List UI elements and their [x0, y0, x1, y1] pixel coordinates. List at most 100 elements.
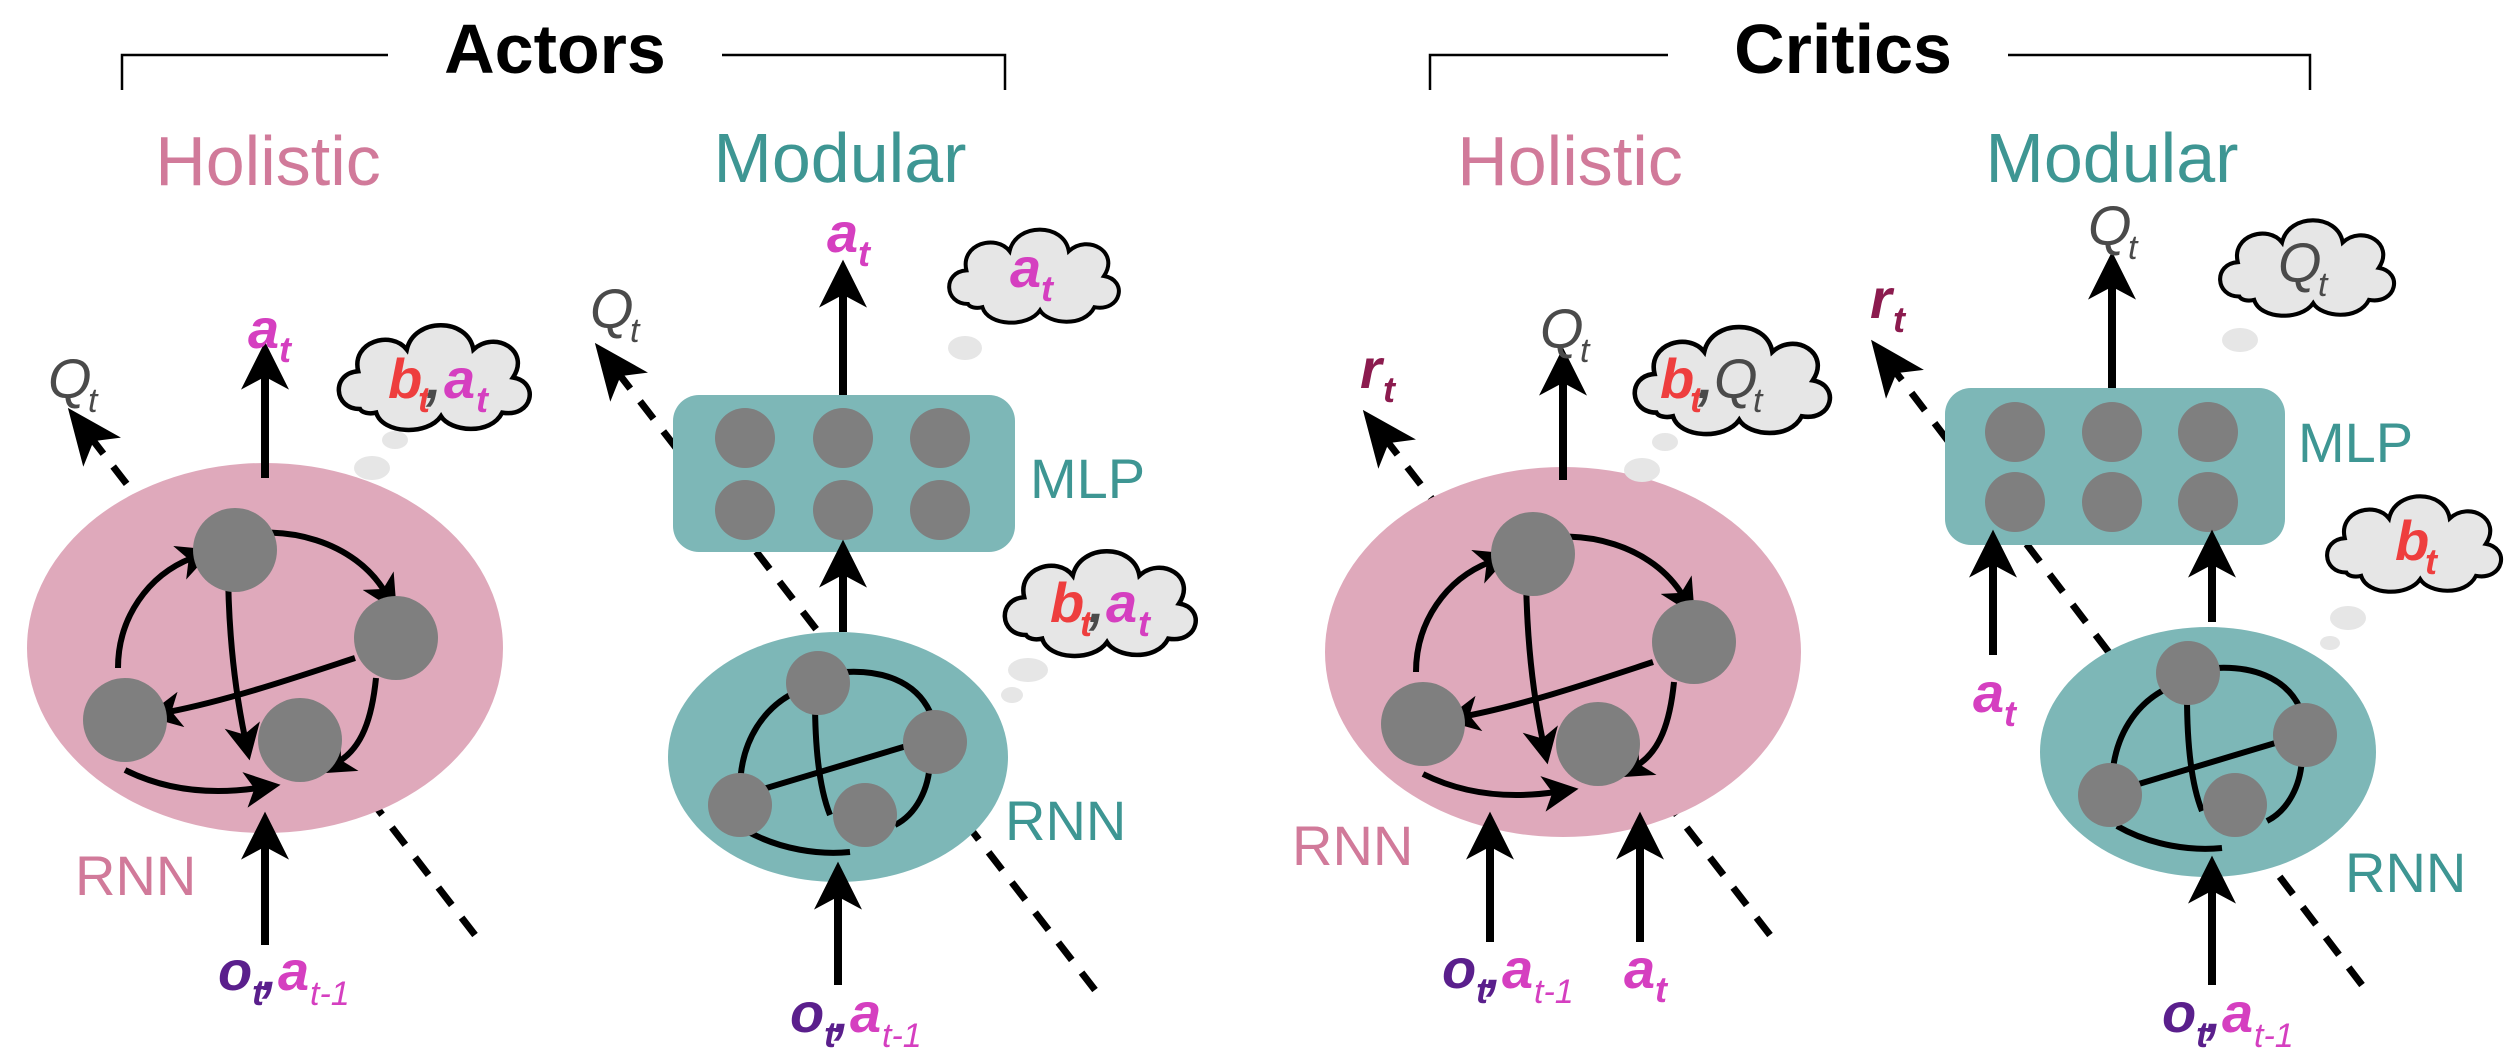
actors-header-group: Actors — [120, 10, 1007, 90]
belief-thought-cloud: b t — [2320, 496, 2501, 650]
rnn-node — [1381, 682, 1465, 766]
q-output-label: Q t — [1540, 297, 1591, 370]
input-label: o t , a t-1 — [2162, 981, 2294, 1055]
mlp-node — [715, 480, 775, 540]
svg-text:,: , — [2205, 981, 2222, 1044]
svg-text:Q: Q — [2088, 194, 2132, 257]
critic-modular-title: Modular — [1986, 119, 2239, 197]
svg-text:o: o — [1442, 937, 1476, 1000]
svg-text:a: a — [850, 981, 881, 1044]
q-output-label: Q t — [590, 277, 641, 350]
svg-text:r: r — [1870, 267, 1895, 330]
mlp-nodes — [1985, 402, 2238, 532]
svg-text:,: , — [425, 347, 442, 410]
svg-text:t: t — [1383, 369, 1397, 410]
svg-text:t: t — [1753, 382, 1764, 420]
rnn-label: RNN — [1005, 789, 1126, 852]
svg-text:b: b — [388, 347, 422, 410]
mlp-label: MLP — [2298, 411, 2413, 474]
mlp-node — [2178, 472, 2238, 532]
svg-text:,: , — [1697, 347, 1714, 410]
critic-holistic-title: Holistic — [1457, 122, 1683, 200]
rnn-node — [2156, 641, 2220, 705]
action-thought-cloud: a t — [948, 230, 1119, 360]
rnn-node — [83, 678, 167, 762]
svg-text:t: t — [1690, 379, 1704, 420]
svg-text:t: t — [88, 382, 99, 420]
input-label: o t , a t-1 — [1442, 937, 1574, 1011]
svg-text:t: t — [252, 972, 266, 1013]
rnn-node — [258, 698, 342, 782]
actors-bracket-left — [120, 53, 388, 90]
rnn-node — [1491, 512, 1575, 596]
svg-text:,: , — [1485, 937, 1502, 1000]
svg-text:t: t — [858, 233, 872, 274]
belief-thought-cloud: b t , a t — [1001, 551, 1196, 703]
rnn-node — [2078, 763, 2142, 827]
svg-text:t: t — [2196, 1014, 2210, 1055]
svg-text:r: r — [1360, 337, 1385, 400]
r-output-label: r t — [1360, 337, 1397, 410]
svg-text:a: a — [1624, 937, 1655, 1000]
svg-text:a: a — [248, 297, 279, 360]
svg-text:a: a — [1973, 661, 2004, 724]
critics-bracket-right — [2008, 53, 2312, 90]
svg-text:o: o — [218, 939, 252, 1002]
action-output-label: a t — [827, 201, 872, 274]
svg-text:a: a — [2222, 981, 2253, 1044]
rnn-label: RNN — [75, 844, 196, 907]
actor-holistic-title: Holistic — [155, 122, 381, 200]
svg-text:,: , — [1088, 571, 1105, 634]
rnn-node — [1652, 600, 1736, 684]
mlp-node — [813, 408, 873, 468]
action-output-label: a t — [248, 297, 293, 370]
rnn-node — [2273, 703, 2337, 767]
rnn-node — [786, 651, 850, 715]
critic-modular-panel: MLP RNN r t Q t a t o — [1870, 194, 2501, 1055]
svg-text:t: t — [2128, 229, 2139, 267]
mlp-node — [910, 480, 970, 540]
r-output-label: r t — [1870, 267, 1907, 340]
mlp-node — [2082, 472, 2142, 532]
svg-text:Q: Q — [590, 277, 634, 340]
svg-text:t: t — [630, 312, 641, 350]
mlp-node — [2082, 402, 2142, 462]
svg-text:a: a — [1502, 937, 1533, 1000]
svg-text:t: t — [1893, 299, 1907, 340]
actor-modular-title: Modular — [714, 119, 967, 197]
mlp-label: MLP — [1030, 447, 1145, 510]
rnn-node — [1556, 702, 1640, 786]
svg-text:t: t — [1476, 970, 1490, 1011]
actors-header: Actors — [444, 10, 666, 88]
svg-text:t: t — [824, 1014, 838, 1055]
q-output-label: Q t — [48, 347, 99, 420]
mlp-node — [1985, 472, 2045, 532]
mlp-node — [910, 408, 970, 468]
svg-text:a: a — [827, 201, 858, 264]
actor-holistic-panel: RNN Q t a t o t , a t-1 b t , a t — [27, 297, 530, 1013]
rnn-node — [833, 783, 897, 847]
svg-text:Q: Q — [1540, 297, 1584, 360]
svg-text:t: t — [1580, 332, 1591, 370]
mlp-node — [1985, 402, 2045, 462]
critics-header: Critics — [1734, 10, 1952, 88]
svg-text:t: t — [2425, 541, 2439, 582]
svg-text:t-1: t-1 — [310, 975, 350, 1013]
belief-value-thought-cloud: b t , Q t — [1624, 327, 1830, 482]
svg-text:t: t — [1080, 603, 1094, 644]
svg-text:,: , — [833, 981, 850, 1044]
svg-text:Q: Q — [48, 347, 92, 410]
svg-text:t: t — [2318, 266, 2329, 304]
svg-text:a: a — [444, 347, 475, 410]
svg-text:a: a — [1010, 236, 1041, 299]
svg-text:b: b — [1050, 571, 1084, 634]
svg-text:o: o — [2162, 981, 2196, 1044]
svg-text:t: t — [1138, 603, 1152, 644]
svg-text:,: , — [261, 939, 278, 1002]
q-output-label: Q t — [2088, 194, 2139, 267]
rnn-node — [354, 596, 438, 680]
mlp-node — [715, 408, 775, 468]
svg-text:t: t — [1041, 268, 1055, 309]
svg-text:t: t — [418, 379, 432, 420]
